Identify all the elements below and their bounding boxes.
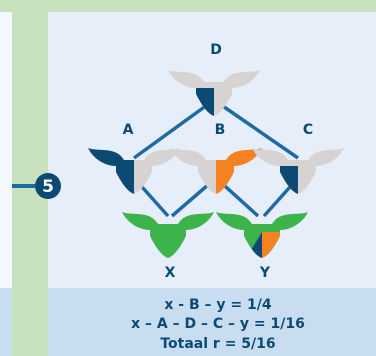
line-d-a (132, 98, 216, 160)
label-b: B (215, 122, 226, 138)
formula-line-1: x - B – y = 1/4 (164, 297, 271, 313)
step-number: 5 (42, 177, 54, 197)
formula-line-2: x – A – D – C – y = 1/16 (131, 316, 305, 332)
line-d-c (213, 98, 299, 160)
label-y: Y (259, 265, 271, 281)
label-c: C (303, 122, 313, 138)
step-badge (35, 173, 61, 199)
left-margin (0, 12, 12, 288)
label-a: A (123, 122, 134, 138)
formula-line-3: Totaal r = 5/16 (160, 336, 275, 352)
top-bar (0, 0, 376, 12)
label-x: X (165, 265, 176, 281)
label-d: D (210, 42, 222, 58)
formula-panel (0, 288, 376, 356)
